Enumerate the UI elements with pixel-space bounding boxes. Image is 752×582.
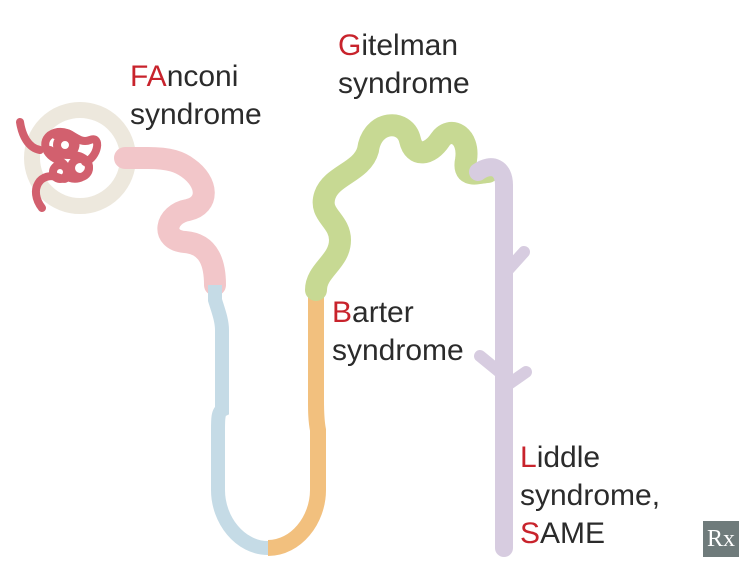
fanconi-label: FAnconi syndrome: [130, 58, 262, 134]
gitelman-label: Gitelman syndrome: [338, 27, 470, 103]
fanconi-initial: FA: [130, 60, 167, 93]
liddle-initial: L: [520, 441, 537, 474]
liddle-title: Liddle: [520, 439, 660, 477]
fanconi-title: FAnconi: [130, 58, 262, 96]
gitelman-syndrome: syndrome: [338, 67, 470, 100]
barter-rest: arter: [352, 296, 414, 329]
barter-title: Barter: [332, 294, 464, 332]
fanconi-rest: nconi: [166, 60, 239, 93]
collecting-duct-branch: [500, 246, 530, 278]
fanconi-syndrome: syndrome: [130, 98, 262, 131]
collecting-duct-branch: [474, 350, 508, 380]
gitelman-rest: itelman: [361, 29, 459, 62]
thick-ascending-limb: [267, 290, 326, 556]
distal-convoluted-tubule: [305, 114, 499, 301]
collecting-duct-branch: [500, 366, 532, 392]
descending-limb: [208, 285, 269, 555]
rx-logo: Rx: [703, 521, 739, 557]
gitelman-initial: G: [338, 29, 362, 62]
same-rest: AME: [540, 517, 606, 550]
proximal-tubule: [114, 147, 226, 296]
liddle-label: Liddle syndrome, SAME: [520, 439, 660, 553]
glomerulus: [16, 118, 102, 212]
liddle-syndrome: syndrome,: [520, 479, 661, 512]
same-title: SAME: [520, 515, 660, 553]
barter-syndrome: syndrome: [332, 334, 464, 367]
same-initial: S: [520, 517, 541, 550]
liddle-rest: iddle: [536, 441, 601, 474]
barter-initial: B: [332, 296, 353, 329]
gitelman-title: Gitelman: [338, 27, 470, 65]
barter-label: Barter syndrome: [332, 294, 464, 370]
collecting-duct: [469, 158, 513, 557]
